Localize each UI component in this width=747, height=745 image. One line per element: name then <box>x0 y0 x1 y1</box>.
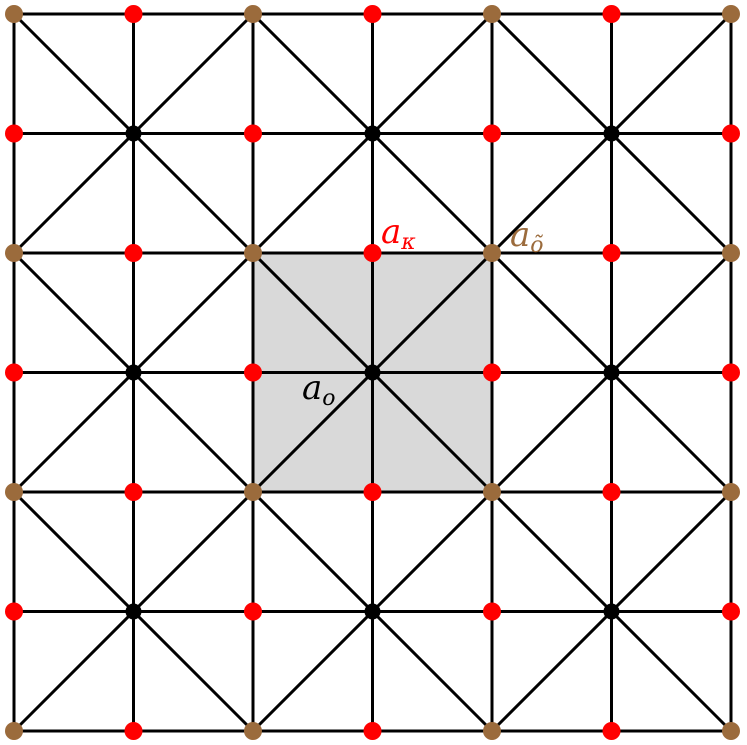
vertex-edge-dot <box>124 244 143 262</box>
vertex-center-dot <box>364 125 381 142</box>
vertex-center-dot <box>125 603 142 620</box>
vertex-corner-dot <box>5 5 23 23</box>
vertex-center-dot <box>603 603 620 620</box>
vertex-edge-dot <box>483 124 501 143</box>
label-corner-base: a <box>510 215 530 255</box>
vertex-edge-dot <box>244 124 262 143</box>
vertex-edge-dot <box>363 722 382 740</box>
vertex-corner-dot <box>722 483 740 501</box>
vertex-edge-dot <box>602 483 621 501</box>
vertex-edge-dot <box>124 722 143 740</box>
vertex-corner-dot <box>244 722 262 740</box>
vertex-edge-dot <box>722 124 740 143</box>
label-corner-sub: õ <box>530 233 543 258</box>
vertex-corner-dot <box>483 244 501 262</box>
vertex-corner-dot <box>5 722 23 740</box>
vertex-edge-dot <box>602 244 621 262</box>
vertex-edge-dot <box>602 5 621 23</box>
vertex-center-dot <box>364 603 381 620</box>
vertex-edge-dot <box>602 722 621 740</box>
vertex-edge-dot <box>124 483 143 501</box>
vertex-edge-dot <box>5 124 23 143</box>
vertex-edge-dot <box>722 363 740 382</box>
vertex-edge-dot <box>363 483 382 501</box>
vertex-center-dot <box>603 125 620 142</box>
label-corner: aõ <box>510 215 544 258</box>
vertex-corner-dot <box>5 483 23 501</box>
vertex-center-dot <box>364 364 381 381</box>
vertex-corner-dot <box>722 722 740 740</box>
vertex-edge-dot <box>244 602 262 621</box>
vertex-edge-dot <box>483 363 501 382</box>
lattice-nodes <box>5 5 740 740</box>
vertex-corner-dot <box>483 5 501 23</box>
vertex-corner-dot <box>722 244 740 262</box>
label-center: ao <box>302 368 336 411</box>
vertex-edge-dot <box>5 363 23 382</box>
label-center-sub: o <box>322 386 335 411</box>
vertex-edge-dot <box>124 5 143 23</box>
vertex-center-dot <box>125 364 142 381</box>
vertex-edge-dot <box>363 244 382 262</box>
vertex-edge-dot <box>483 602 501 621</box>
vertex-corner-dot <box>722 5 740 23</box>
label-edge-base: a <box>381 212 401 252</box>
vertex-corner-dot <box>244 483 262 501</box>
vertex-edge-dot <box>722 602 740 621</box>
vertex-corner-dot <box>483 483 501 501</box>
vertex-center-dot <box>125 125 142 142</box>
vertex-edge-dot <box>363 5 382 23</box>
vertex-edge-dot <box>244 363 262 382</box>
label-edge: aκ <box>381 212 416 255</box>
vertex-corner-dot <box>244 5 262 23</box>
vertex-corner-dot <box>5 244 23 262</box>
vertex-edge-dot <box>5 602 23 621</box>
label-edge-sub: κ <box>400 230 416 255</box>
label-center-base: a <box>302 368 322 408</box>
vertex-corner-dot <box>483 722 501 740</box>
vertex-center-dot <box>603 364 620 381</box>
vertex-corner-dot <box>244 244 262 262</box>
